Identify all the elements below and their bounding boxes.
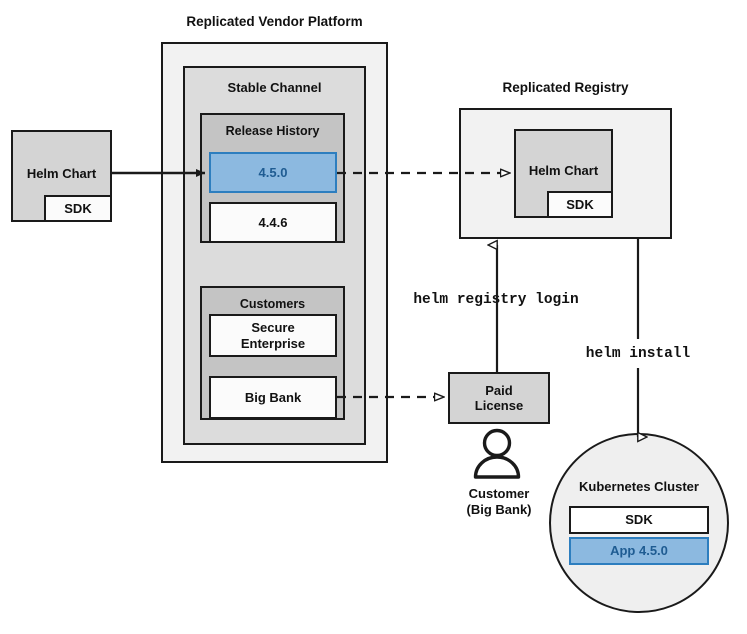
cluster-app-label: App 4.5.0 bbox=[610, 543, 668, 559]
source-helm-chart-label: Helm Chart bbox=[26, 166, 97, 181]
kubernetes-cluster-label: Kubernetes Cluster bbox=[579, 479, 699, 494]
paid-license-line1: Paid bbox=[485, 382, 513, 398]
customer-actor-line1: Customer bbox=[468, 486, 530, 501]
paid-license-box[interactable]: Paid License bbox=[448, 372, 550, 424]
paid-license-line2: License bbox=[474, 398, 524, 413]
vendor-platform-title: Replicated Vendor Platform bbox=[186, 14, 363, 29]
customer-secure-enterprise-line1: Secure bbox=[251, 320, 295, 336]
customer-actor-line2: (Big Bank) bbox=[466, 502, 532, 517]
source-sdk-box[interactable]: SDK bbox=[44, 195, 112, 222]
helm-install-command: helm install bbox=[585, 346, 691, 362]
registry-sdk-label: SDK bbox=[566, 196, 594, 212]
release-history-label: Release History bbox=[225, 124, 320, 138]
stable-channel-label: Stable Channel bbox=[227, 80, 322, 95]
cluster-app-box[interactable]: App 4.5.0 bbox=[569, 537, 709, 565]
source-sdk-label: SDK bbox=[64, 200, 92, 216]
release-version-450-label: 4.5.0 bbox=[258, 164, 288, 180]
cluster-sdk-box[interactable]: SDK bbox=[569, 506, 709, 534]
release-version-446-label: 4.4.6 bbox=[258, 214, 288, 230]
helm-registry-login-command: helm registry login bbox=[413, 292, 579, 308]
registry-sdk-box[interactable]: SDK bbox=[547, 191, 613, 218]
registry-helm-chart-label: Helm Chart bbox=[528, 163, 599, 178]
release-version-446[interactable]: 4.4.6 bbox=[209, 202, 337, 243]
release-version-450[interactable]: 4.5.0 bbox=[209, 152, 337, 193]
customer-big-bank[interactable]: Big Bank bbox=[209, 376, 337, 419]
customer-secure-enterprise[interactable]: Secure Enterprise bbox=[209, 314, 337, 357]
customers-label: Customers bbox=[239, 297, 306, 311]
cluster-sdk-label: SDK bbox=[625, 512, 653, 528]
registry-title: Replicated Registry bbox=[502, 80, 629, 95]
person-icon bbox=[473, 428, 521, 479]
customer-big-bank-label: Big Bank bbox=[244, 389, 302, 405]
customer-secure-enterprise-line2: Enterprise bbox=[240, 335, 306, 351]
